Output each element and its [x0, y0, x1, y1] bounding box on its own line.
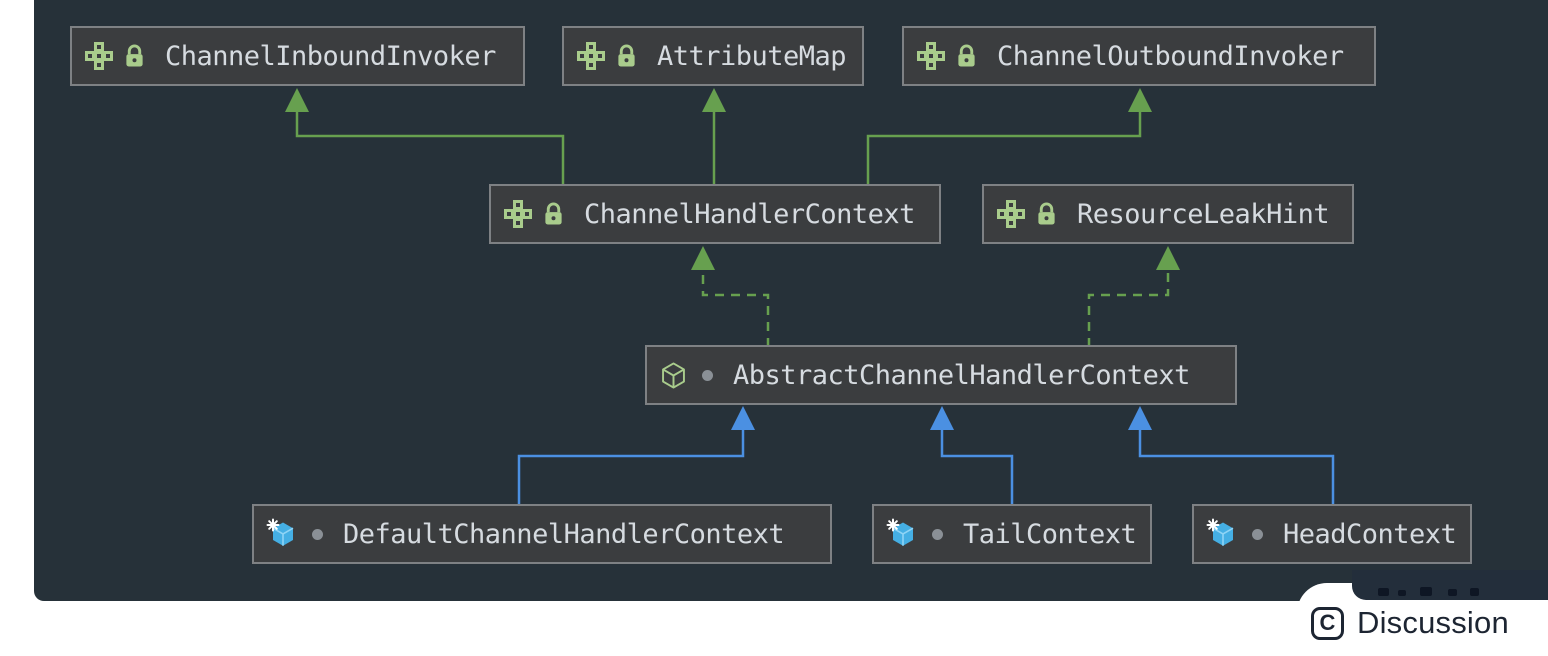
node-label: ChannelInboundInvoker — [165, 40, 496, 72]
interface-icon — [577, 42, 605, 70]
snowflake-glyph — [266, 518, 280, 532]
snowflake-glyph — [1206, 518, 1220, 532]
package-private-dot-icon — [312, 528, 323, 540]
node-label: AbstractChannelHandlerContext — [733, 359, 1190, 391]
node-tail-context[interactable]: TailContext — [872, 504, 1152, 564]
node-head-context[interactable]: HeadContext — [1192, 504, 1472, 564]
discussion-label: Discussion — [1357, 605, 1509, 640]
lock-icon — [1038, 202, 1055, 225]
copyright-icon: C — [1311, 606, 1344, 640]
node-label: AttributeMap — [657, 40, 847, 72]
interface-icon — [504, 200, 532, 228]
lock-icon — [618, 44, 635, 67]
node-channel-inbound-invoker[interactable]: ChannelInboundInvoker — [70, 26, 525, 86]
lock-icon — [545, 202, 562, 225]
abstract-class-icon — [662, 361, 685, 389]
lock-icon — [126, 44, 143, 67]
node-abstract-channel-handler-context[interactable]: AbstractChannelHandlerContext — [645, 345, 1237, 405]
final-class-icon — [886, 518, 914, 546]
node-default-channel-handler-context[interactable]: DefaultChannelHandlerContext — [252, 504, 832, 564]
package-private-dot-icon — [932, 528, 943, 540]
clipped-element-remnant — [1352, 570, 1548, 600]
package-private-dot-icon — [702, 369, 713, 381]
interface-icon — [997, 200, 1025, 228]
package-private-dot-icon — [1252, 528, 1263, 540]
node-label: ResourceLeakHint — [1077, 198, 1330, 230]
final-class-icon — [1206, 518, 1234, 546]
node-attribute-map[interactable]: AttributeMap — [562, 26, 864, 86]
node-resource-leak-hint[interactable]: ResourceLeakHint — [982, 184, 1354, 244]
node-label: HeadContext — [1283, 518, 1457, 550]
final-class-icon — [266, 518, 294, 546]
interface-icon — [85, 42, 113, 70]
lock-icon — [958, 44, 975, 67]
snowflake-glyph — [886, 518, 900, 532]
discussion-link[interactable]: C Discussion — [1311, 605, 1509, 641]
interface-icon — [917, 42, 945, 70]
node-label: ChannelHandlerContext — [584, 198, 915, 230]
node-channel-handler-context[interactable]: ChannelHandlerContext — [489, 184, 941, 244]
node-label: ChannelOutboundInvoker — [997, 40, 1344, 72]
node-channel-outbound-invoker[interactable]: ChannelOutboundInvoker — [902, 26, 1376, 86]
node-label: TailContext — [963, 518, 1137, 550]
node-label: DefaultChannelHandlerContext — [343, 518, 785, 550]
